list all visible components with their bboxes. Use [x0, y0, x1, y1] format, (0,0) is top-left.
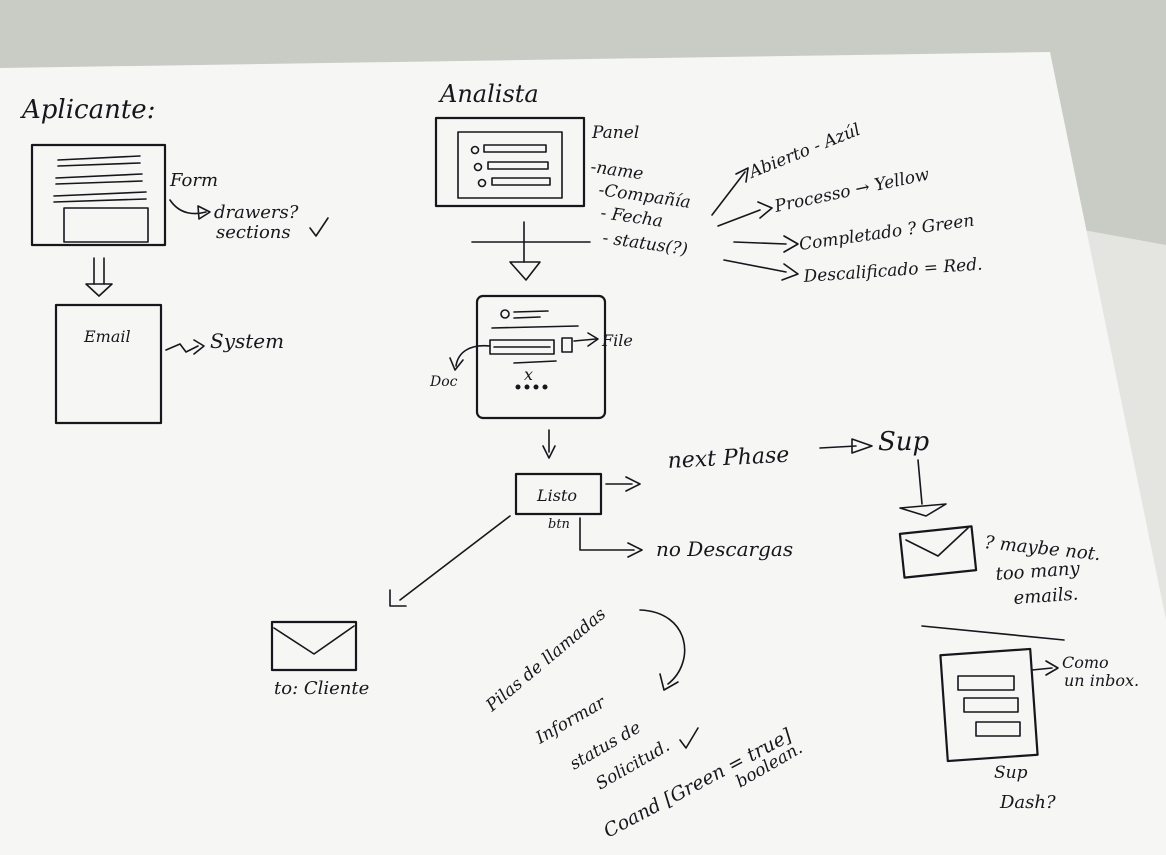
sup-down-line [917, 459, 923, 505]
no-descargas-arrow [579, 517, 635, 551]
sup-arrowhead [851, 438, 873, 454]
email-sketch [54, 303, 163, 425]
cliente-arrow [399, 515, 511, 601]
small-down-arrowhead [542, 445, 556, 459]
detail-sketch [475, 294, 607, 420]
no-descargas-arrowhead [627, 542, 643, 558]
file-arrow [573, 338, 597, 342]
listo-button [514, 472, 603, 516]
status-arrows [711, 167, 799, 281]
sup-dash-line-2: Dash? [999, 792, 1056, 813]
como-arrow [1031, 667, 1053, 671]
system-arrowhead [193, 339, 205, 355]
doc-arrow [455, 344, 491, 367]
listo-right-arrowhead [625, 476, 641, 492]
email-label: Email [83, 327, 131, 346]
sup-label: Sup [878, 427, 930, 457]
form-label: Form [169, 170, 218, 191]
doc-arrowhead [449, 357, 464, 371]
sup-arrow [819, 445, 857, 449]
como-line-2: un inbox. [1064, 671, 1139, 690]
analista-title: Analista [438, 80, 539, 108]
system-label: System [210, 329, 284, 353]
como-arrowhead [1045, 660, 1059, 676]
no-descargas-label: no Descargas [656, 537, 793, 561]
right-divider [921, 625, 1065, 641]
file-label: File [601, 331, 633, 350]
drawers-arrowhead [197, 205, 211, 220]
doc-label: Doc [429, 374, 458, 390]
panel-label: Panel [591, 123, 639, 143]
pilas-curve-arrow [639, 609, 686, 685]
drawers-text-1: drawers? [214, 202, 299, 223]
paper-sheet [0, 52, 1166, 855]
file-arrowhead [587, 332, 599, 347]
pilas-curve-arrowhead [659, 673, 679, 691]
sup-envelope-icon [898, 525, 978, 579]
x-mark: x [524, 365, 533, 384]
cliente-arrowhead [389, 589, 407, 607]
informar-check [679, 727, 699, 749]
sup-dash-line-1: Sup [994, 763, 1028, 783]
cliente-envelope-icon [270, 620, 358, 672]
drawers-arrow [169, 199, 207, 215]
system-arrow [165, 343, 199, 353]
sup-down-arrowhead [899, 503, 947, 517]
check-mark [309, 217, 329, 237]
down-arrow-head [509, 261, 541, 281]
down-double-arrow-left [85, 257, 113, 297]
aplicante-title: Aplicante: [20, 95, 155, 125]
panel-sketch [434, 116, 586, 208]
to-cliente-label: to: Cliente [274, 678, 369, 699]
sup-dash-sketch [939, 647, 1039, 763]
como-line-1: Como [1062, 653, 1109, 672]
btn-label: btn [548, 517, 570, 532]
listo-button-label: Listo [536, 486, 577, 505]
drawers-text-2: sections [216, 222, 291, 243]
maybe-line-3: emails. [1013, 584, 1079, 609]
form-sketch [30, 143, 167, 247]
